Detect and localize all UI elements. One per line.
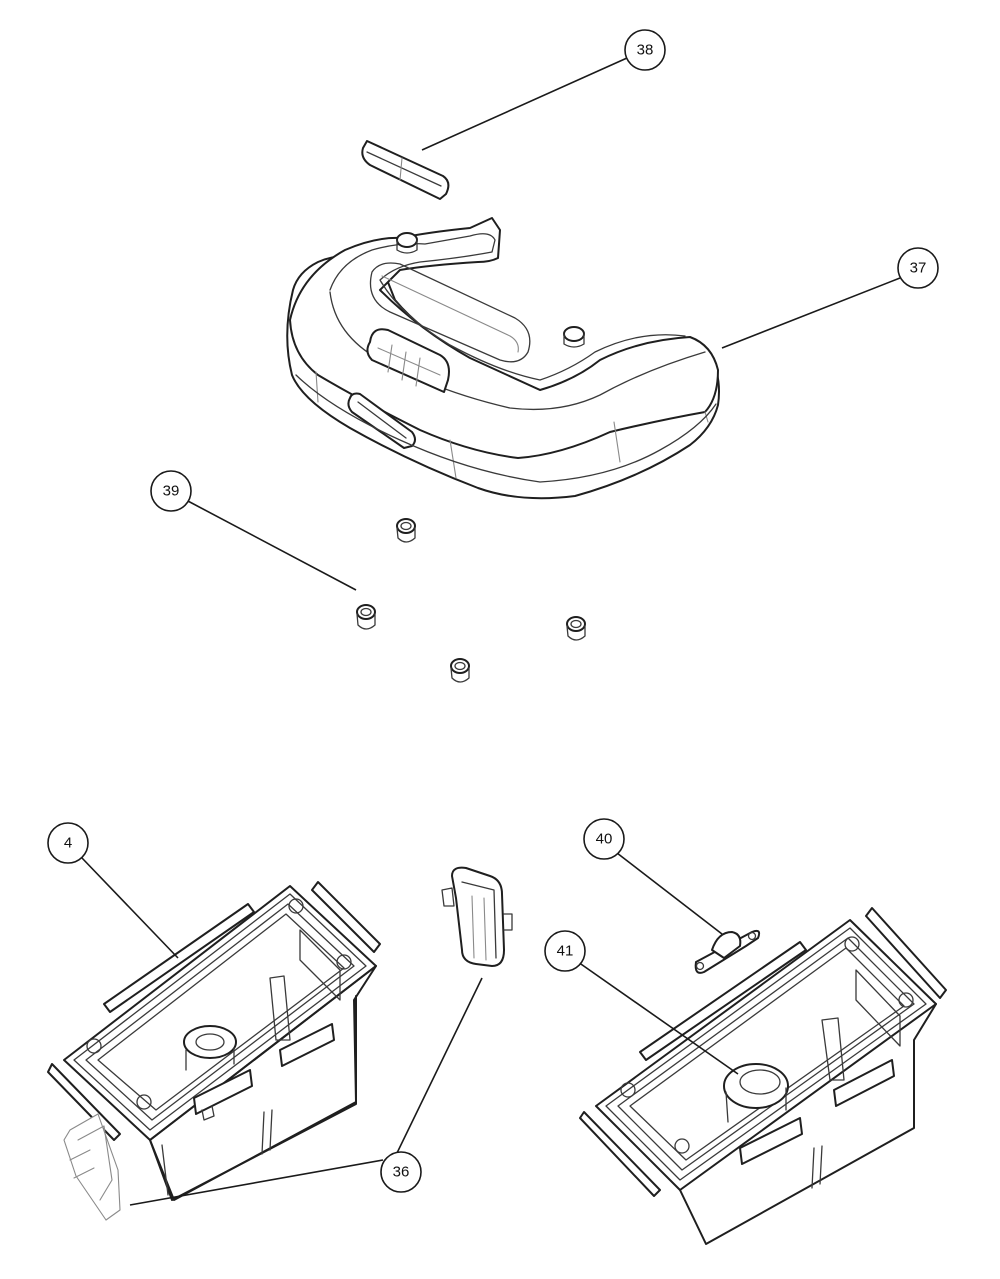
- callout-41-label: 41: [557, 943, 574, 960]
- callout-37: 37: [897, 247, 939, 289]
- part-39-fastener-d: [450, 658, 470, 683]
- leader-4: [81, 857, 179, 959]
- part-40-clip: [694, 929, 761, 974]
- callout-36-label: 36: [393, 1164, 410, 1181]
- leader-41: [577, 961, 739, 1075]
- part-38-pad: [361, 140, 450, 200]
- callout-38: 38: [624, 29, 666, 71]
- callout-37-label: 37: [910, 260, 927, 277]
- part-4-housing-left: [47, 881, 381, 1201]
- part-39-fastener-c: [566, 616, 586, 641]
- callout-39: 39: [150, 470, 192, 512]
- leader-39: [185, 499, 357, 591]
- callout-4-label: 4: [64, 835, 72, 852]
- part-41-housing-right: [579, 907, 947, 1245]
- part-39-fastener-a: [396, 518, 416, 543]
- part-39-fastener-b: [356, 604, 376, 630]
- part-36-side-cover-left: [63, 1113, 121, 1221]
- leader-40: [616, 852, 723, 935]
- leader-36-a: [129, 1159, 384, 1206]
- callout-40: 40: [583, 818, 625, 860]
- callout-38-label: 38: [637, 42, 654, 59]
- leader-38: [421, 57, 628, 151]
- callout-41: 41: [544, 930, 586, 972]
- leader-36-b: [396, 977, 483, 1154]
- part-36-side-cover-right: [441, 866, 513, 967]
- leader-37: [721, 277, 901, 349]
- callout-4: 4: [47, 822, 89, 864]
- callout-40-label: 40: [596, 831, 613, 848]
- part-37-cover: [286, 217, 720, 500]
- leader-lines: [81, 57, 901, 1206]
- callout-39-label: 39: [163, 483, 180, 500]
- callout-36: 36: [380, 1151, 422, 1193]
